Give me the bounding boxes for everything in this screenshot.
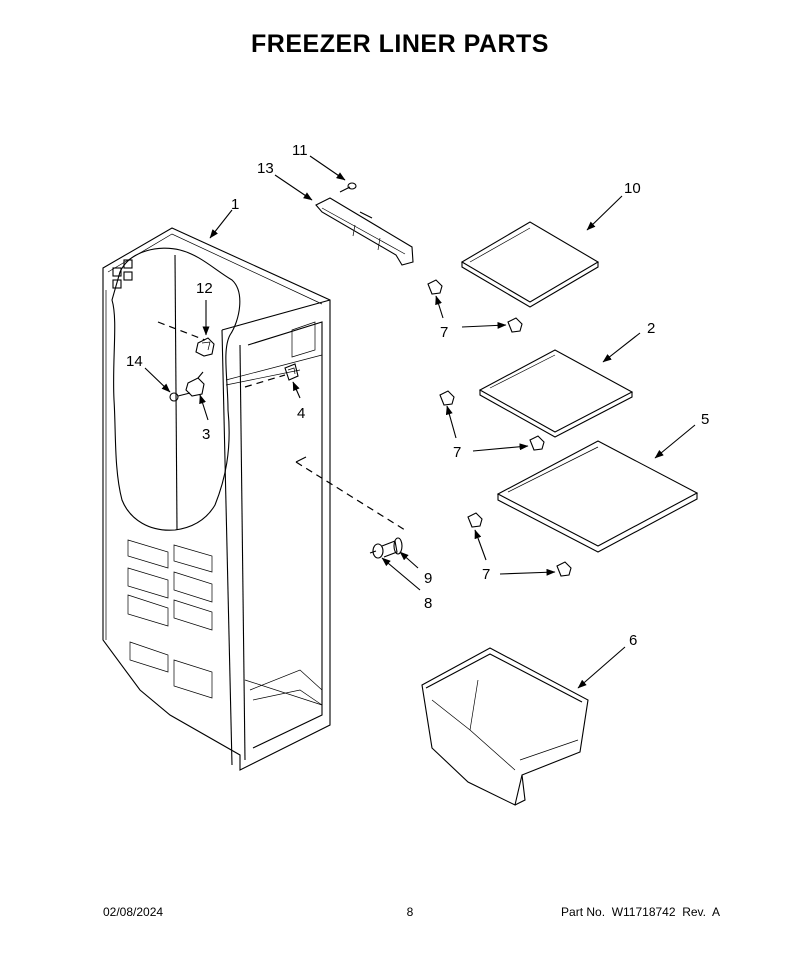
- footer-date: 02/08/2024: [103, 905, 164, 919]
- part-14-screw: [169, 392, 191, 402]
- shelf-support-7a: [427, 279, 443, 295]
- callout-13: 13: [257, 160, 274, 177]
- callout-14: 14: [126, 353, 143, 370]
- callout-12: 12: [196, 280, 213, 297]
- freezer-bin: [421, 647, 589, 806]
- shelf-2: [478, 349, 634, 438]
- callout-7b: 7: [453, 444, 461, 461]
- callout-11: 11: [292, 142, 308, 159]
- part-12-clip: [195, 337, 215, 357]
- shelf-support-7e: [467, 512, 483, 528]
- shelf-support-7d: [529, 435, 545, 451]
- part-13-bracket: [315, 197, 414, 266]
- footer-page-number: 8: [406, 905, 414, 919]
- callout-7a: 7: [440, 324, 448, 341]
- callout-7c: 7: [482, 566, 490, 583]
- callout-2: 2: [647, 320, 655, 337]
- callout-5: 5: [701, 411, 709, 428]
- shelf-10: [460, 221, 600, 308]
- part-8-9-bolt-washer: [369, 537, 403, 559]
- callout-4: 4: [297, 405, 305, 422]
- freezer-liner: [102, 227, 331, 771]
- footer-part-number: Part No. W11718742 Rev. A: [561, 905, 720, 919]
- callout-9: 9: [424, 570, 432, 587]
- callout-1: 1: [231, 196, 239, 213]
- callout-8: 8: [424, 595, 432, 612]
- callout-10: 10: [624, 180, 641, 197]
- shelf-support-7f: [556, 561, 572, 577]
- callout-6: 6: [629, 632, 637, 649]
- part-11-screw: [339, 182, 357, 193]
- part-3-bracket: [185, 371, 205, 397]
- shelf-5: [496, 440, 699, 553]
- page-title: FREEZER LINER PARTS: [251, 30, 549, 58]
- callout-3: 3: [202, 426, 210, 443]
- shelf-support-7b: [507, 317, 523, 333]
- shelf-support-7c: [439, 390, 455, 406]
- part-4-clip: [284, 363, 299, 381]
